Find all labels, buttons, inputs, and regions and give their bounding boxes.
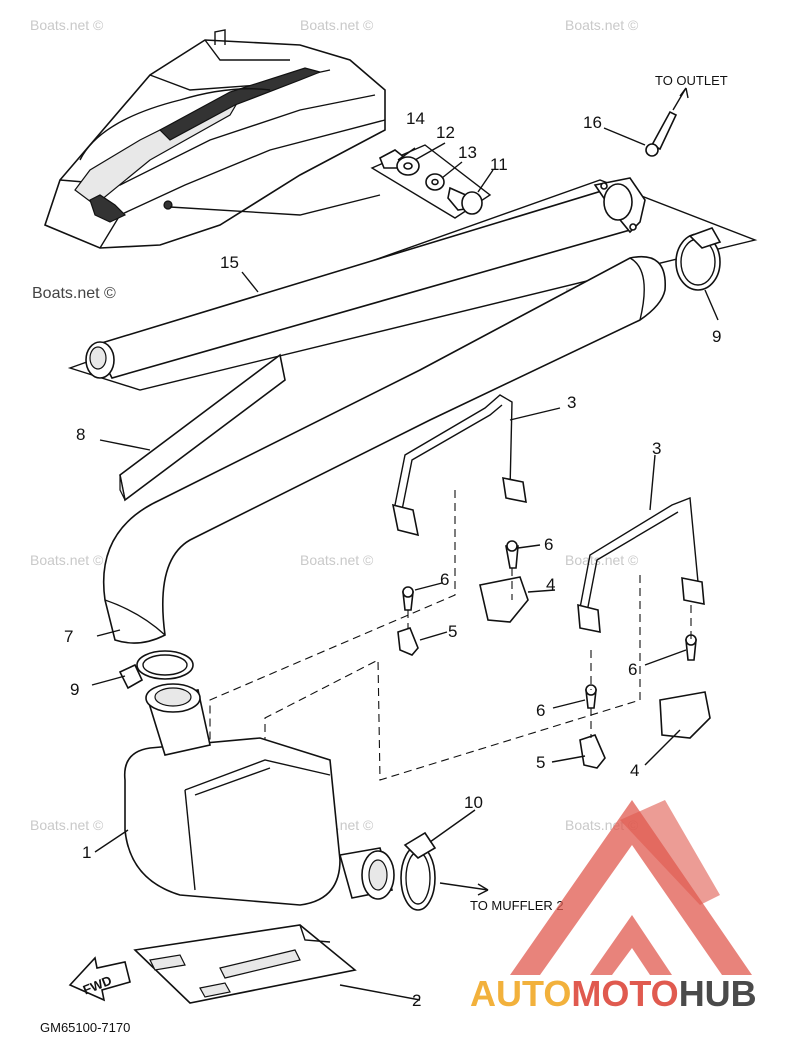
callout-label: 9 xyxy=(70,680,79,699)
callout-label: 8 xyxy=(76,425,85,444)
watermark-text: Boats.net © xyxy=(30,17,104,33)
forward-direction-indicator: FWD xyxy=(68,956,131,1002)
muffler-part-1 xyxy=(123,683,395,906)
watermark-text: Boats.net © xyxy=(565,552,639,568)
callout-label: 10 xyxy=(464,793,483,812)
exhaust-pipe-part-15 xyxy=(67,177,758,391)
mounting-band-part-3-right xyxy=(577,497,705,633)
callout-label: 6 xyxy=(544,535,553,554)
watermark-text: Boats.net © xyxy=(565,17,639,33)
watercraft-hull-illustration xyxy=(44,29,386,249)
assembly-guide-lines xyxy=(209,490,692,790)
callout-label: 14 xyxy=(406,109,425,128)
watermark-text: Boats.net © xyxy=(300,552,374,568)
callout-label: 2 xyxy=(412,991,421,1010)
callout-label: 4 xyxy=(546,575,555,594)
flow-arrows xyxy=(439,882,489,896)
brand-auto: AUTO xyxy=(470,973,571,1014)
brand-hub: HUB xyxy=(679,973,757,1014)
bracket-parts-4-5-6 xyxy=(397,540,711,769)
callout-label: 7 xyxy=(64,627,73,646)
watermarks: Boats.net © Boats.net © Boats.net © Boat… xyxy=(30,17,639,833)
brand-name: AUTOMOTOHUB xyxy=(470,973,757,1014)
callout-label: 9 xyxy=(712,327,721,346)
callout-label: 6 xyxy=(628,660,637,679)
to-outlet-annotation: TO OUTLET xyxy=(655,73,728,88)
watermark-text: Boats.net © xyxy=(30,552,104,568)
leader-lines xyxy=(91,127,719,1001)
watermark-text: Boats.net © xyxy=(300,17,374,33)
hose-clamp-part-9-upper xyxy=(675,227,722,291)
callout-label: 5 xyxy=(536,753,545,772)
callout-label: 16 xyxy=(583,113,602,132)
hose-clamp-part-10 xyxy=(400,831,437,911)
callout-label: 12 xyxy=(436,123,455,142)
to-muffler-annotation: TO MUFFLER 2 xyxy=(470,898,564,913)
callout-label: 6 xyxy=(440,570,449,589)
watermark-text: Boats.net © xyxy=(32,285,116,302)
callout-labels: 1 2 3 3 4 4 5 5 6 6 6 6 7 8 9 9 10 11 12… xyxy=(64,109,721,1010)
direction-annotations: TO OUTLET TO MUFFLER 2 xyxy=(470,73,728,913)
callout-label: 3 xyxy=(567,393,576,412)
hose-clamp-part-9-lower xyxy=(118,650,194,690)
callout-label: 3 xyxy=(652,439,661,458)
callout-label: 13 xyxy=(458,143,477,162)
automotohub-logo: AUTOMOTOHUB xyxy=(470,800,757,1014)
rubber-pad-part-8 xyxy=(119,353,286,502)
exhaust-hose-part-7 xyxy=(102,256,666,644)
brand-moto: MOTO xyxy=(571,973,678,1014)
callout-label: 11 xyxy=(490,155,508,174)
callout-label: 6 xyxy=(536,701,545,720)
callout-label: 5 xyxy=(448,622,457,641)
mounting-band-part-3-left xyxy=(391,394,527,537)
mounting-plate-part-2 xyxy=(133,924,357,1004)
diagram-code: GM65100-7170 xyxy=(40,1020,130,1035)
callout-label: 15 xyxy=(220,253,239,272)
callout-label: 4 xyxy=(630,761,639,780)
watermark-text: Boats.net © xyxy=(30,817,104,833)
outlet-fitting-part-16 xyxy=(645,87,689,157)
callout-label: 1 xyxy=(82,843,91,862)
